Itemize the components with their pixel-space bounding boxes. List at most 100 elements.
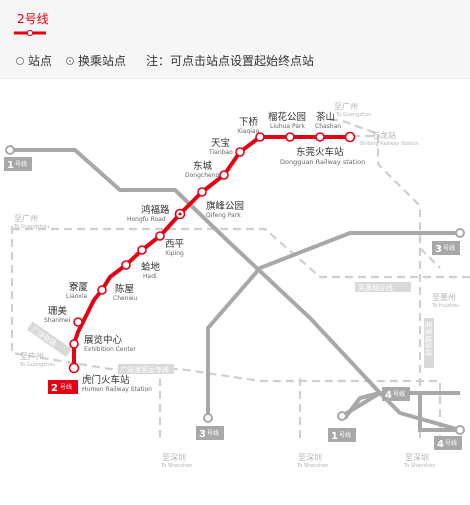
- label-hadi-en: Hadi: [143, 273, 157, 280]
- badge-line3-right[interactable]: 3 号线: [432, 241, 460, 255]
- legend-transfer: 换乘站点: [66, 52, 126, 69]
- svg-text:号线: 号线: [393, 390, 405, 398]
- dir-shilong: 石龙站: [372, 130, 396, 140]
- label-tianbao-en: Tianbao: [208, 149, 233, 156]
- label-xiaqiao-en: Xiaqiao: [237, 128, 260, 135]
- station-markers[interactable]: [68, 131, 356, 374]
- label-liuhua: 榴花公园: [268, 111, 306, 123]
- legend-station: 站点: [16, 52, 52, 69]
- station-exhibition-center[interactable]: [69, 339, 79, 349]
- label-qifeng: 旗峰公园: [206, 200, 244, 212]
- station-tianbao[interactable]: [235, 147, 245, 157]
- station-chashan[interactable]: [315, 132, 325, 142]
- svg-text:1: 1: [331, 431, 338, 442]
- line-swatch-icon: [14, 30, 46, 36]
- label-dongcheng: 东城: [193, 160, 213, 172]
- dir-huizhou: 至惠州: [432, 292, 456, 302]
- svg-text:号线: 号线: [445, 439, 457, 447]
- line-badges[interactable]: 1 号线 3 号线 3 号线 1 号线 4 号线 4 号线: [4, 157, 462, 450]
- metro-map[interactable]: 下桥 Xiaqiao 榴花公园 Liuhua Park 茶山 Chashan 东…: [0, 78, 470, 505]
- label-dongcheng-en: Dongcheng: [185, 172, 219, 179]
- label-hongfu-en: Hongfu Road: [127, 216, 166, 223]
- railway-tags: 莞惠城际线 广深港客运专线 广深铁路 莞惠城际线: [26, 282, 434, 374]
- svg-text:3: 3: [435, 244, 442, 255]
- label-shanmei-en: Shanmei: [44, 317, 71, 324]
- dir-guangzhou-low: 至广州: [20, 351, 44, 361]
- badge-line1-bottom[interactable]: 1 号线: [328, 428, 356, 442]
- svg-text:2: 2: [51, 383, 58, 394]
- badge-line4-right[interactable]: 4 号线: [434, 436, 462, 450]
- svg-text:To Huizhou: To Huizhou: [431, 303, 459, 309]
- station-labels: 下桥 Xiaqiao 榴花公园 Liuhua Park 茶山 Chashan 东…: [44, 111, 365, 393]
- station-shanmei[interactable]: [73, 317, 83, 327]
- label-humen: 虎门火车站: [82, 374, 130, 386]
- svg-text:号线: 号线: [443, 244, 455, 252]
- svg-text:号线: 号线: [207, 429, 219, 437]
- svg-text:号线: 号线: [60, 383, 72, 391]
- badge-line2[interactable]: 2 号线: [48, 380, 78, 394]
- station-dot-icon: [16, 56, 24, 65]
- label-tianbao: 天宝: [211, 137, 230, 149]
- station-dongcheng[interactable]: [219, 170, 229, 180]
- hint-note: 注：可点击站点设置起始终点站: [146, 54, 315, 68]
- other-lines: [10, 148, 461, 432]
- label-qifeng-en: Qifeng Park: [206, 212, 241, 219]
- label-chashan: 茶山: [316, 111, 335, 123]
- svg-text:Shilong Railway Station: Shilong Railway Station: [360, 141, 419, 147]
- svg-text:To Guangzhou: To Guangzhou: [335, 112, 371, 118]
- label-exhibition-en: Exhibition Center: [84, 346, 136, 353]
- label-liaoxia-en: Liaoxia: [66, 293, 87, 300]
- station-liuhua-park[interactable]: [285, 132, 295, 142]
- label-chenwu-en: Chenwu: [113, 295, 137, 302]
- svg-text:4: 4: [385, 390, 392, 401]
- line-terminals: [5, 145, 465, 435]
- label-hongfu: 鸿福路: [141, 204, 170, 216]
- station-liaoxia[interactable]: [97, 285, 107, 295]
- station-xiping[interactable]: [155, 231, 165, 241]
- badge-line4-mid[interactable]: 4 号线: [382, 387, 410, 401]
- station-chenwu[interactable]: [121, 260, 131, 270]
- rail-guanhui-vertical: 莞惠城际线: [424, 321, 433, 356]
- svg-text:To Shenzhen: To Shenzhen: [296, 463, 328, 469]
- transfer-inner-icon: [178, 212, 182, 216]
- direction-labels: 至广州 To Guangzhou 石龙站 Shilong Railway Sta…: [13, 101, 459, 469]
- svg-text:To Shenzhen: To Shenzhen: [403, 463, 435, 469]
- dir-shenzhen-3: 至深圳: [405, 452, 429, 462]
- label-dongguan-en: Dongguan Railway station: [280, 158, 365, 166]
- svg-text:To Shenzhen: To Shenzhen: [160, 463, 192, 469]
- badge-line1-left[interactable]: 1 号线: [4, 157, 32, 171]
- label-humen-en: Humen Railway Station: [82, 386, 152, 393]
- rail-guanhui: 莞惠城际线: [358, 283, 393, 292]
- label-hadi: 蛤地: [141, 261, 161, 273]
- legend-transfer-label: 换乘站点: [78, 54, 127, 68]
- dir-guangzhou-top: 至广州: [334, 101, 358, 111]
- station-xiaqiao[interactable]: [255, 132, 265, 142]
- transfer-dot-icon: [66, 56, 75, 65]
- label-xiping: 西平: [165, 239, 185, 250]
- rail-guangshen-line: 广深港客运专线: [120, 365, 169, 374]
- svg-text:3: 3: [199, 429, 206, 440]
- label-xiaqiao: 下桥: [239, 116, 259, 128]
- legend: 站点 换乘站点 注：可点击站点设置起始终点站: [16, 52, 314, 69]
- station-dongguan-railway[interactable]: [344, 131, 356, 143]
- svg-text:To Guangzhou: To Guangzhou: [19, 362, 55, 368]
- dir-shenzhen-1: 至深圳: [162, 452, 186, 462]
- rail-guangshen: 广深铁路: [30, 325, 58, 348]
- svg-text:号线: 号线: [339, 431, 351, 439]
- dir-guangzhou-left: 至广州: [14, 213, 38, 223]
- station-hadi[interactable]: [137, 245, 147, 255]
- badge-line3-bottom[interactable]: 3 号线: [196, 426, 224, 440]
- header: 2号线 站点 换乘站点 注：可点击站点设置起始终点站: [0, 0, 470, 79]
- label-dongguan: 东莞火车站: [296, 146, 344, 158]
- station-qifeng-park[interactable]: [197, 187, 207, 197]
- label-shanmei: 珊美: [48, 305, 68, 317]
- station-humen-railway[interactable]: [68, 362, 80, 374]
- dir-shenzhen-2: 至深圳: [298, 452, 322, 462]
- svg-text:4: 4: [437, 439, 444, 450]
- svg-text:To Guangzhou: To Guangzhou: [13, 224, 49, 230]
- label-xiping-en: Xiping: [165, 250, 184, 257]
- label-chashan-en: Chashan: [315, 123, 341, 130]
- legend-station-label: 站点: [28, 54, 53, 68]
- label-liaoxia: 寮厦: [69, 281, 89, 293]
- line-title: 2号线: [17, 12, 49, 26]
